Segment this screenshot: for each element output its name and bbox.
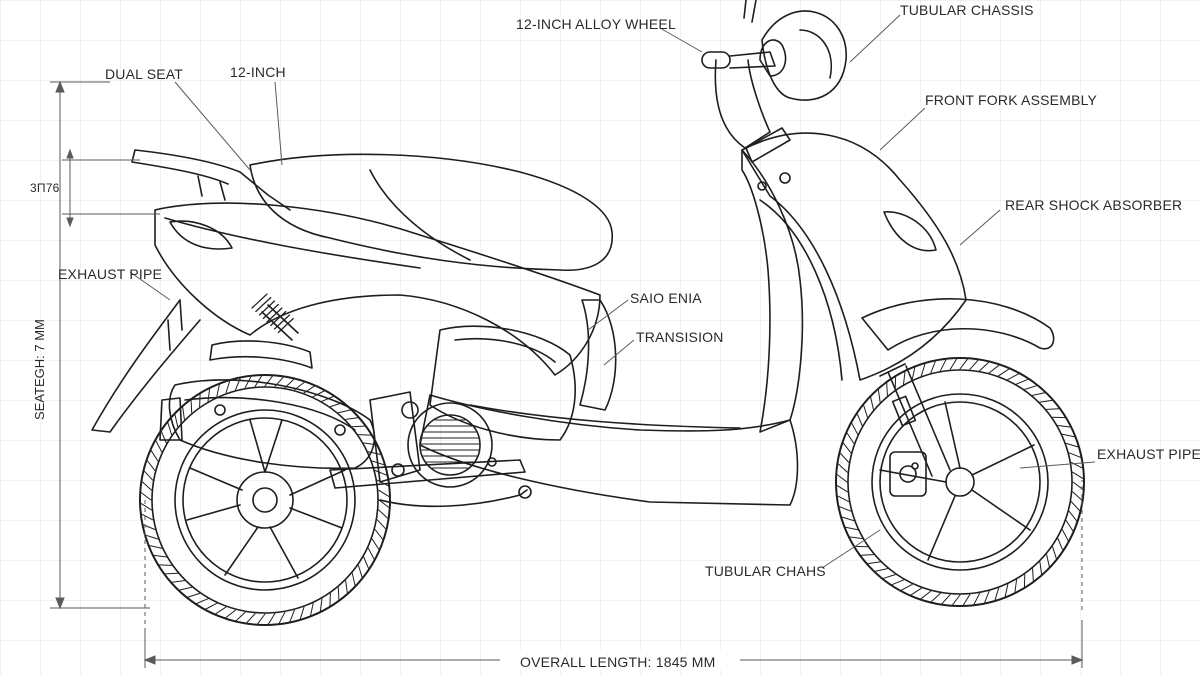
label-tubular-chassis: TUBULAR CHASSIS <box>900 2 1034 18</box>
handlebar-assembly <box>701 0 847 163</box>
front-fender <box>861 298 1055 351</box>
label-exhaust-pipe-right: EXHAUST PIPE <box>1097 446 1200 462</box>
tail-light <box>169 220 233 250</box>
rear-tire-tread <box>140 375 390 625</box>
dimension-lines <box>50 80 1084 668</box>
engine-fan-cover <box>407 402 493 488</box>
label-rear-shock-absorber: REAR SHOCK ABSORBER <box>1005 197 1183 213</box>
transmission-cover <box>429 325 576 441</box>
apron-indicator <box>883 211 937 252</box>
engine-block <box>369 391 421 483</box>
grab-rail <box>131 149 291 211</box>
floorboard <box>419 394 799 506</box>
front-tire-tread <box>836 358 1084 606</box>
label-seat-dimension-small: 3Π76 <box>30 181 60 195</box>
label-overall-length: OVERALL LENGTH: 1845 MM <box>520 654 716 670</box>
front-fork <box>879 363 951 477</box>
leg-shield <box>741 149 804 433</box>
label-transision: TRANSISION <box>636 329 724 345</box>
label-dual-seat: DUAL SEAT <box>105 66 184 82</box>
small-dimension <box>62 150 160 226</box>
seat <box>249 153 613 272</box>
label-12-inch: 12-INCH <box>230 64 286 80</box>
label-saio-enia: SAIO ENIA <box>630 290 702 306</box>
front-apron <box>741 132 967 381</box>
rear-fender <box>91 299 201 433</box>
label-12-inch-alloy-wheel: 12-INCH ALLOY WHEEL <box>516 16 676 32</box>
leader-lines <box>129 14 1096 569</box>
rear-body-panel <box>154 202 601 376</box>
label-exhaust-pipe-left: EXHAUST PIPE <box>58 266 163 282</box>
exhaust-muffler <box>168 379 376 470</box>
kick-lever <box>379 489 528 508</box>
label-tubular-chahs: TUBULAR CHAHS <box>705 563 826 579</box>
label-front-fork-assembly: FRONT FORK ASSEMBLY <box>925 92 1098 108</box>
rear-wheel <box>139 374 391 626</box>
label-seat-height: SEATEGH: 7 MM <box>32 319 47 420</box>
front-wheel <box>835 357 1085 607</box>
